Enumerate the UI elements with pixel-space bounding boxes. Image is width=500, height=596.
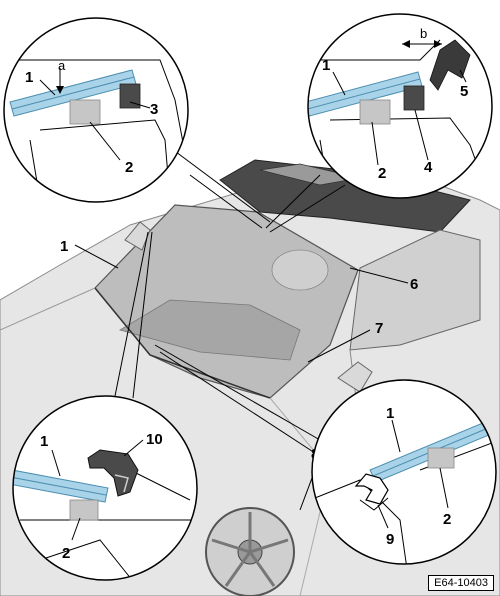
callout-lines — [114, 139, 346, 456]
detail-bottom-right: 1 9 2 — [311, 379, 497, 565]
main-label-6: 6 — [410, 276, 418, 293]
adhesive-bead — [359, 99, 391, 125]
cowl-line — [94, 287, 271, 399]
seat — [271, 249, 329, 291]
spacer-block — [119, 83, 141, 109]
adhesive-bead — [69, 99, 101, 125]
tr-label-2: 2 — [378, 165, 386, 182]
tl-label-3: 3 — [150, 101, 158, 118]
dashboard — [118, 299, 301, 361]
main-label-1: 1 — [60, 238, 68, 255]
adhesive-bead — [69, 499, 99, 521]
hood-line — [0, 287, 96, 331]
retaining-clip — [354, 473, 389, 505]
bl-label-10: 10 — [146, 431, 163, 448]
adhesive-bead — [427, 447, 455, 469]
tr-label-5: 5 — [460, 83, 468, 100]
bl-label-2: 2 — [62, 545, 70, 562]
br-label-9: 9 — [386, 531, 394, 548]
detail-bottom-left: 1 10 2 — [12, 395, 198, 581]
tr-label-1: 1 — [322, 57, 330, 74]
spacer-block — [403, 85, 425, 111]
roof-panel — [219, 159, 471, 233]
figure-code: E64-10403 — [428, 575, 494, 591]
wheel-spokes — [211, 512, 289, 587]
tl-dimension-a: a — [58, 58, 66, 73]
main-leaders — [74, 244, 409, 511]
tr-label-4: 4 — [424, 159, 433, 176]
tr-dimension-b: b — [420, 26, 427, 41]
main-label-7: 7 — [375, 320, 383, 337]
detail-top-right: 1 2 4 5 b — [307, 13, 493, 199]
bl-label-1: 1 — [40, 433, 48, 450]
detail-top-left: 1 2 3 a — [3, 17, 189, 203]
side-mirror — [337, 361, 373, 393]
br-label-1: 1 — [386, 405, 394, 422]
tl-label-2: 2 — [125, 159, 133, 176]
br-label-2: 2 — [443, 511, 451, 528]
roof-trim — [429, 39, 471, 91]
left-mirror — [124, 221, 151, 251]
tl-label-1: 1 — [25, 69, 33, 86]
